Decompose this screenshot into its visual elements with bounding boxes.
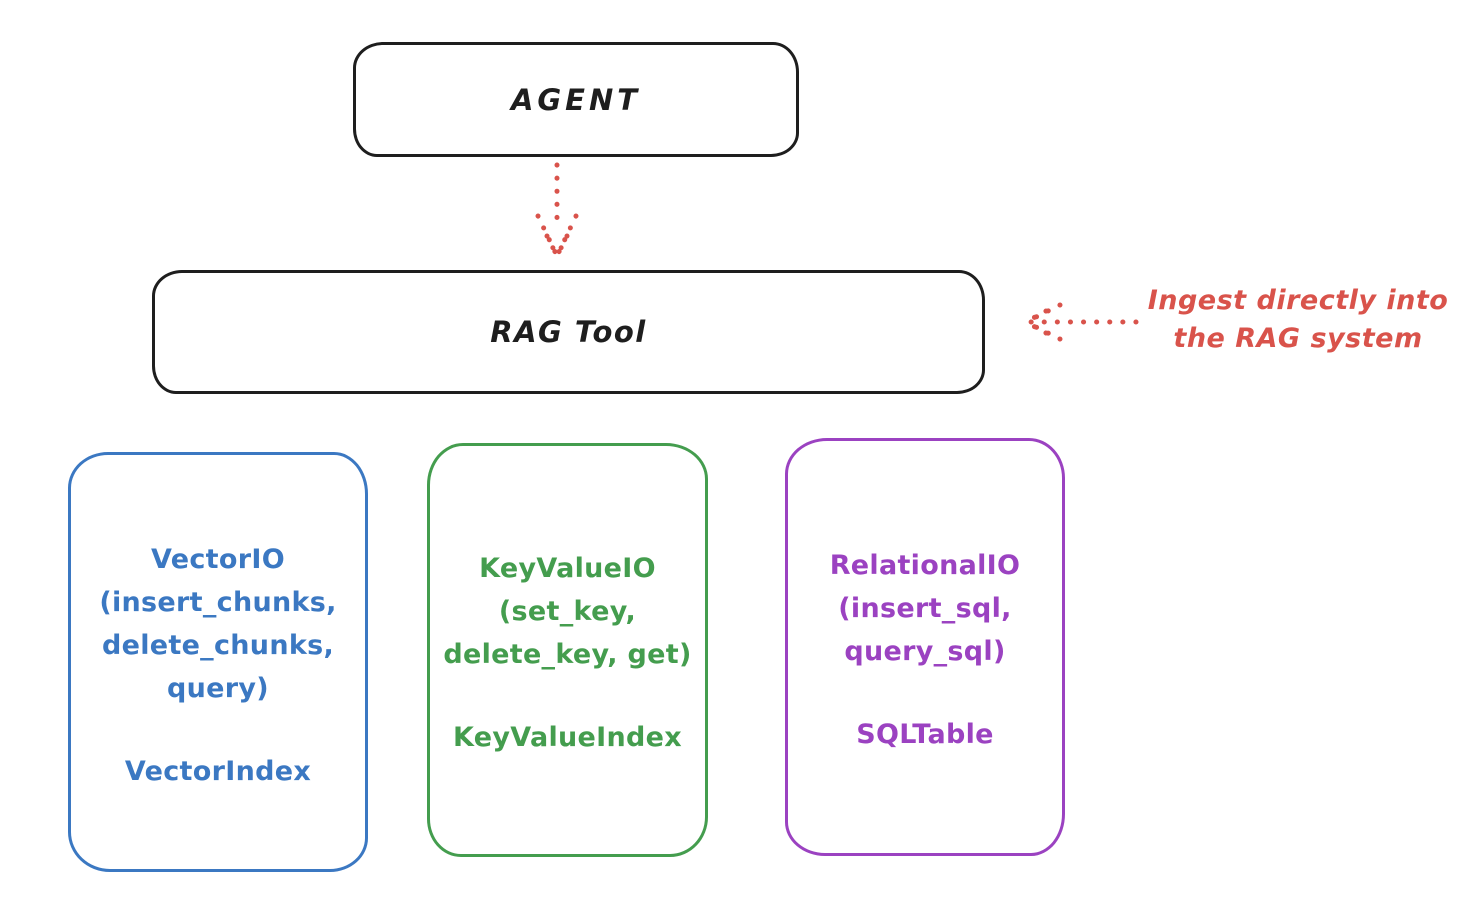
relationalio-node: RelationalIO (insert_sql, query_sql) SQL… bbox=[785, 438, 1065, 856]
rag-tool-node: RAG Tool bbox=[152, 270, 985, 394]
node-method-line: query) bbox=[167, 672, 269, 704]
node-method-line: (insert_sql, bbox=[838, 593, 1012, 624]
node-method-line: VectorIO bbox=[151, 543, 285, 575]
ingest-annotation: Ingest directly into the RAG system bbox=[1128, 282, 1468, 358]
node-method-line: RelationalIO bbox=[829, 550, 1021, 581]
node-method-line: KeyValueIO bbox=[479, 553, 656, 584]
node-method-line: delete_chunks, bbox=[101, 629, 335, 661]
vectorio-node: VectorIO (insert_chunks, delete_chunks, … bbox=[68, 452, 368, 872]
rag-tool-label: RAG Tool bbox=[490, 315, 647, 349]
keyvalueio-methods: KeyValueIO (set_key, delete_key, get) bbox=[443, 547, 691, 676]
vectorio-methods: VectorIO (insert_chunks, delete_chunks, … bbox=[99, 538, 336, 710]
relationalio-methods: RelationalIO (insert_sql, query_sql) bbox=[830, 544, 1021, 673]
node-method-line: (insert_chunks, bbox=[99, 586, 337, 618]
node-method-line: delete_key, get) bbox=[443, 639, 692, 670]
relationalio-index-label: SQLTable bbox=[856, 719, 994, 750]
keyvalueio-node: KeyValueIO (set_key, delete_key, get) Ke… bbox=[427, 443, 708, 857]
node-method-line: (set_key, bbox=[498, 596, 637, 627]
dotted-arrow-left-icon bbox=[1023, 302, 1139, 342]
keyvalueio-index-label: KeyValueIndex bbox=[452, 722, 682, 753]
agent-node: AGENT bbox=[353, 42, 799, 157]
ingest-annotation-line: Ingest directly into bbox=[1147, 285, 1449, 316]
agent-label: AGENT bbox=[510, 82, 642, 117]
node-method-line: query_sql) bbox=[844, 636, 1006, 667]
dotted-arrow-down-icon bbox=[535, 162, 579, 259]
ingest-annotation-line: the RAG system bbox=[1173, 323, 1423, 354]
vectorio-index-label: VectorIndex bbox=[124, 755, 312, 787]
